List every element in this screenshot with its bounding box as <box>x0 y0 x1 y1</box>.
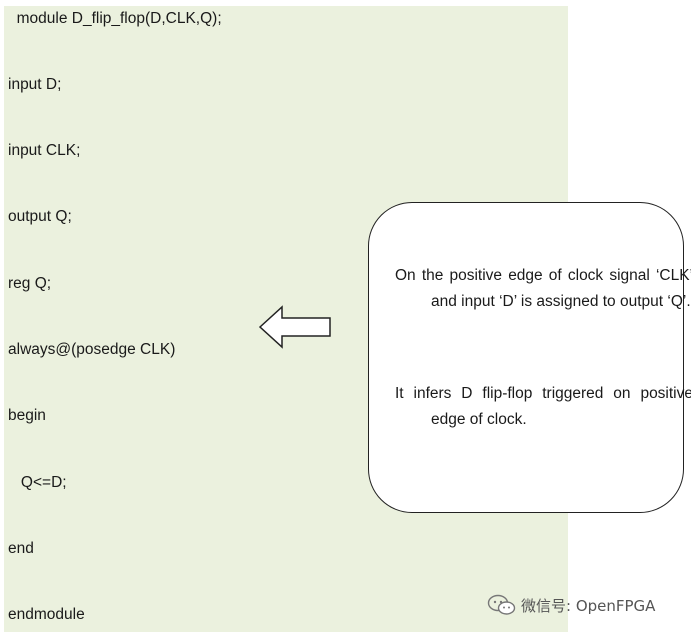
watermark: 微信号: OpenFPGA <box>487 593 655 617</box>
code-line: begin <box>8 407 46 424</box>
code-line: Q<=D; <box>8 474 67 491</box>
left-arrow-icon <box>258 305 331 349</box>
code-line: end <box>8 540 34 557</box>
code-line: endmodule <box>8 606 85 623</box>
explanation-callout: On the positive edge of clock signal ‘CL… <box>368 202 691 513</box>
code-line: module D_flip_flop(D,CLK,Q); <box>8 10 222 27</box>
code-line: reg Q; <box>8 275 52 292</box>
code-line: output Q; <box>8 208 72 225</box>
code-line: input CLK; <box>8 142 81 159</box>
code-line: input D; <box>8 76 62 93</box>
callout-paragraph: On the positive edge of clock signal ‘CL… <box>395 267 691 310</box>
code-line: always@(posedge CLK) <box>8 341 176 358</box>
watermark-text: 微信号: OpenFPGA <box>521 596 656 615</box>
wechat-icon <box>487 594 516 615</box>
callout-paragraph: It infers D flip-flop triggered on posit… <box>395 385 691 428</box>
